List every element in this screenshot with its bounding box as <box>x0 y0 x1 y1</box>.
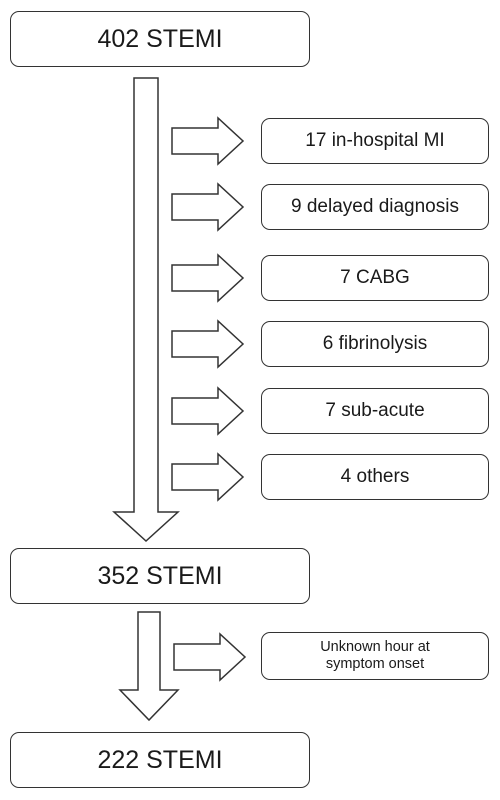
exclusion-others: 4 others <box>261 454 489 500</box>
right-arrow-unknown <box>173 632 247 682</box>
right-arrow-4 <box>171 386 245 436</box>
box-402-stemi: 402 STEMI <box>10 11 310 67</box>
exclusion-delayed-diagnosis: 9 delayed diagnosis <box>261 184 489 230</box>
right-arrow-2 <box>171 253 245 303</box>
down-arrow-main <box>112 77 180 543</box>
exclusion-sub-acute: 7 sub-acute <box>261 388 489 434</box>
box-222-stemi: 222 STEMI <box>10 732 310 788</box>
right-arrow-1 <box>171 182 245 232</box>
box-352-stemi: 352 STEMI <box>10 548 310 604</box>
right-arrow-5 <box>171 452 245 502</box>
exclusion-unknown-onset: Unknown hour at symptom onset <box>261 632 489 680</box>
exclusion-in-hospital-mi: 17 in-hospital MI <box>261 118 489 164</box>
down-arrow-second <box>118 611 180 722</box>
right-arrow-0 <box>171 116 245 166</box>
exclusion-fibrinolysis: 6 fibrinolysis <box>261 321 489 367</box>
exclusion-cabg: 7 CABG <box>261 255 489 301</box>
right-arrow-3 <box>171 319 245 369</box>
